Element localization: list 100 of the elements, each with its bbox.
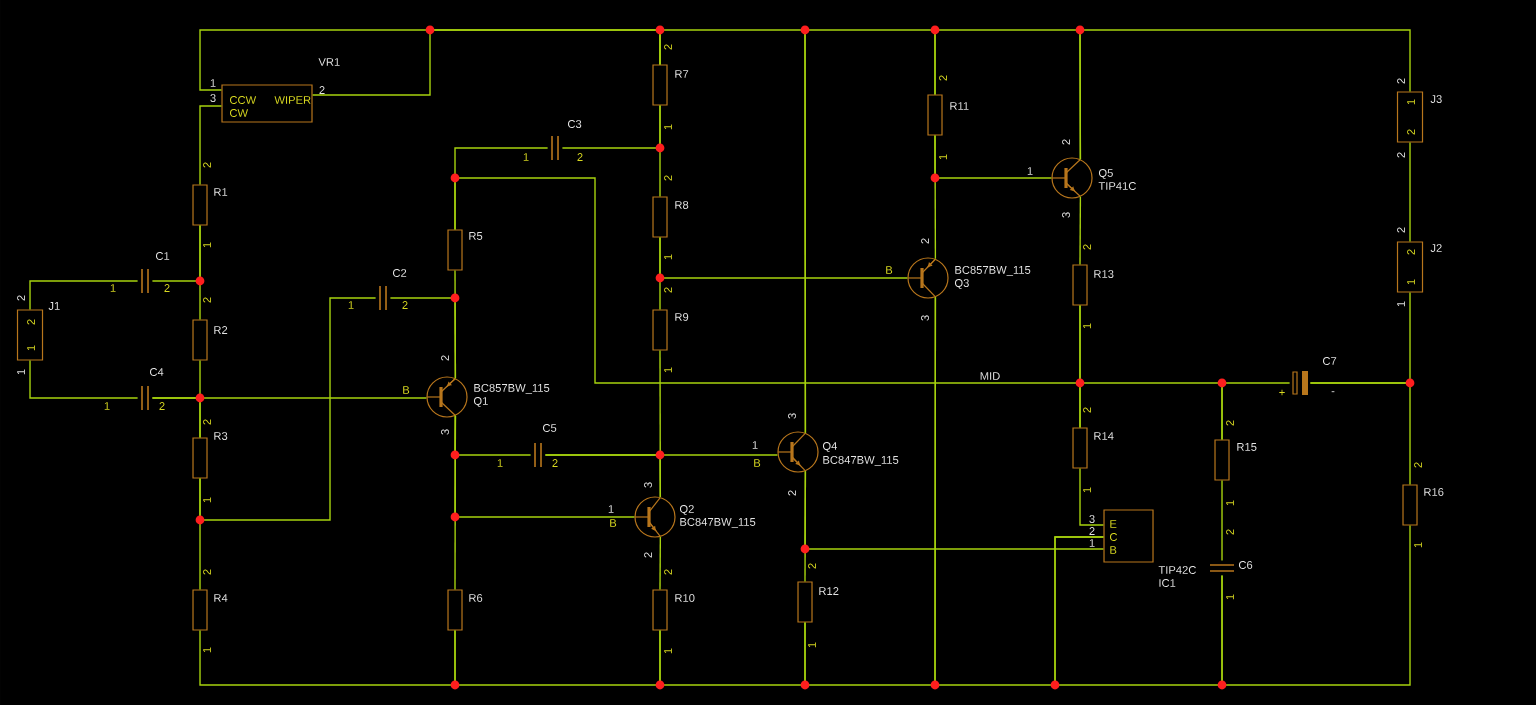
wire: [1221, 524, 1411, 686]
designator: R10: [675, 594, 695, 602]
pin-number: 2: [1414, 462, 1422, 468]
designator: R11: [950, 102, 969, 110]
designator: R5: [469, 232, 483, 240]
part-number: TIP41C: [1098, 182, 1136, 190]
wire: [561, 104, 661, 149]
wire: [804, 470, 1105, 550]
net-label: MID: [977, 370, 1003, 382]
wire: [454, 415, 636, 518]
pin-number: 2: [939, 75, 947, 81]
designator: J1: [48, 302, 60, 310]
pin-number: 1: [1226, 594, 1234, 600]
designator: C1: [156, 252, 170, 260]
pin-number: 1: [1397, 301, 1405, 307]
pin-number: 2: [1083, 244, 1091, 250]
designator: C3: [568, 120, 582, 128]
pin-number: 2: [664, 569, 672, 575]
pin-number: 3: [644, 482, 652, 488]
wire: [199, 105, 223, 186]
pin-number: 3: [921, 315, 929, 321]
designator: R4: [214, 594, 228, 602]
pin-number: 2: [664, 44, 672, 50]
pin-number: 3: [1062, 212, 1070, 218]
designator: R7: [675, 70, 689, 78]
wire: [151, 397, 428, 399]
pin-number: 1: [203, 497, 211, 503]
designator: Q4: [822, 442, 837, 452]
pin-number: 2: [1226, 529, 1234, 535]
designator: J2: [1430, 244, 1442, 252]
designator: R2: [214, 326, 228, 334]
pin-number: 1: [1027, 167, 1033, 175]
part-number: TIP42C: [1158, 566, 1196, 574]
designator: R3: [214, 432, 228, 440]
designator: R16: [1424, 488, 1444, 496]
pin-number: 2: [1083, 407, 1091, 413]
pin-number: 1: [664, 367, 672, 373]
wire: [1221, 479, 1223, 562]
part-number: BC847BW_115: [823, 456, 899, 466]
designator: R1: [214, 188, 228, 196]
pin-number: 3: [441, 429, 449, 435]
pin-number: 1: [1083, 323, 1091, 329]
pin-number: 2: [1397, 227, 1405, 233]
pin-number: 2: [17, 295, 25, 301]
designator: C4: [150, 368, 164, 376]
designator: J3: [1430, 95, 1442, 103]
pin-name: C: [1110, 533, 1118, 541]
pin-number: 1: [104, 402, 110, 410]
pin-number: 1: [664, 124, 672, 130]
designator: Q2: [679, 505, 694, 515]
pin-label: B: [754, 459, 761, 467]
designator: C5: [542, 424, 557, 432]
pin-number: 2: [921, 238, 929, 244]
pin-number: 2: [203, 162, 211, 168]
pin-number: 1: [1083, 487, 1091, 493]
pin-number: 3: [1089, 515, 1095, 523]
pin-number: 2: [203, 419, 211, 425]
wire: [1221, 382, 1291, 441]
pin-label: B: [403, 386, 410, 394]
pin-number: 2: [1226, 420, 1234, 426]
wire: [1079, 196, 1082, 266]
wire: [1079, 29, 1411, 160]
pin-label: B: [610, 519, 617, 527]
pin-number: 2: [1089, 527, 1095, 535]
designator: Q3: [954, 279, 969, 289]
pin-number: 2: [441, 355, 449, 361]
pin-number: 1: [523, 153, 529, 161]
designator: C2: [393, 269, 407, 277]
designator: R15: [1237, 443, 1257, 451]
pin-number: 2: [788, 490, 796, 496]
pin-label: B: [886, 266, 893, 274]
pin-number: 1: [1407, 279, 1415, 285]
pin-number: 1: [1414, 542, 1422, 548]
pin-number: 1: [1089, 539, 1095, 547]
pin-number: 2: [203, 569, 211, 575]
pin-name: WIPER: [274, 96, 311, 104]
pin-number: 2: [577, 153, 583, 161]
wire: [1079, 467, 1105, 526]
pin-number: 2: [27, 319, 35, 325]
wire: [199, 297, 377, 521]
pin-number: 1: [348, 301, 354, 309]
part-number: BC857BW_115: [955, 266, 1031, 276]
wire: [1409, 141, 1411, 243]
designator: R6: [469, 594, 483, 602]
pin-number: 1: [752, 441, 758, 449]
pin-number: 2: [1062, 139, 1070, 145]
pin-number: 1: [203, 242, 211, 248]
pin-name: CCW: [230, 96, 257, 104]
pin-number: 1: [203, 647, 211, 653]
designator: R8: [675, 201, 689, 209]
pin-number: 1: [664, 648, 672, 654]
pin-number: 1: [939, 154, 947, 160]
pin-number: 1: [210, 79, 216, 87]
designator: Q5: [1098, 169, 1113, 179]
wire: [29, 359, 139, 399]
part-number: BC847BW_115: [680, 518, 756, 528]
wire: [389, 297, 457, 379]
pin-number: 2: [402, 301, 408, 309]
wire: [151, 224, 201, 282]
designator: C6: [1239, 561, 1253, 569]
